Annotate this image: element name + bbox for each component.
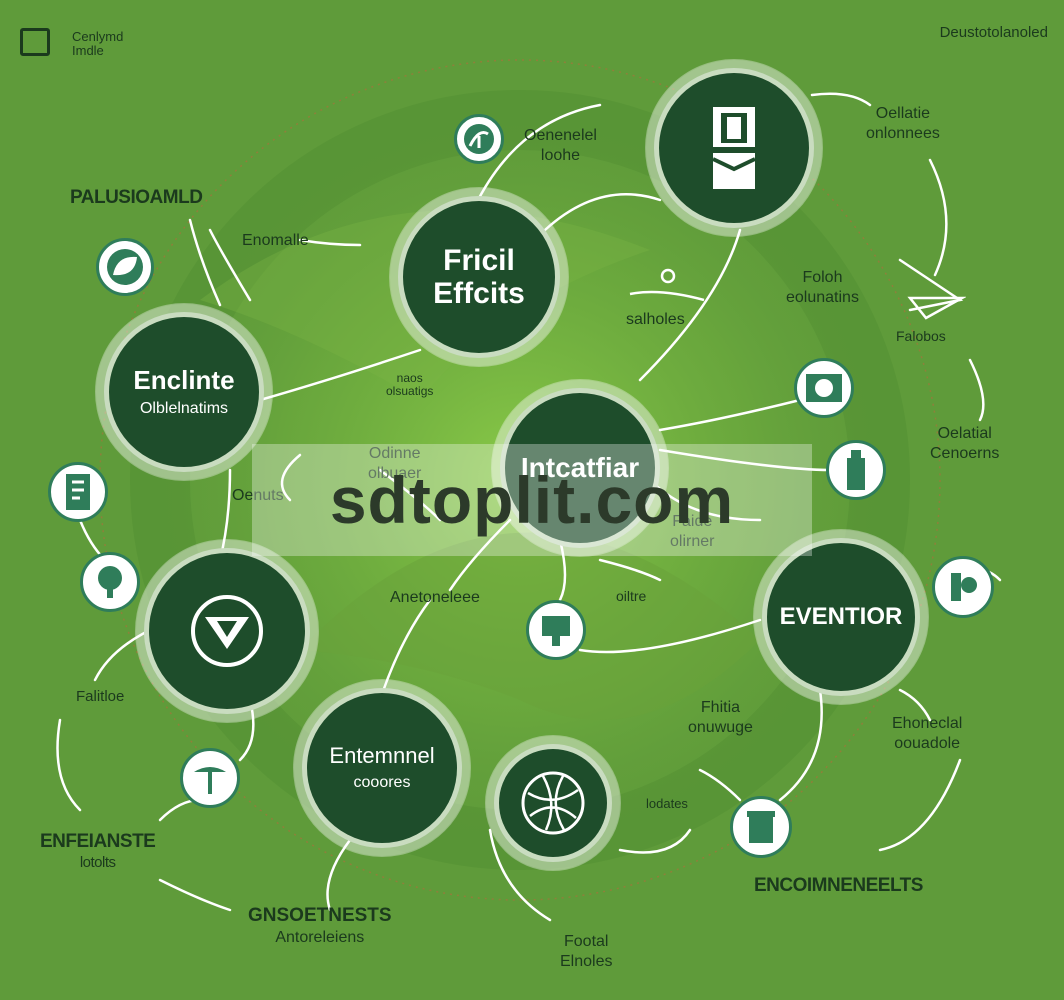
bottle-icon: [847, 450, 865, 490]
label-oellatie: Oellatie onlonnees: [866, 104, 940, 144]
gauge-icon: [806, 374, 842, 402]
watermark: sdtoplit.com: [252, 444, 812, 556]
app-logo: [20, 28, 50, 56]
node-intcatfiar-title: Intcatfiar: [520, 451, 640, 483]
label-oenenelel: Oenenelel loohe: [524, 126, 597, 166]
label-lodates: lodates: [646, 796, 688, 811]
label-odinne: Odinne olbuaer: [368, 444, 421, 484]
label-oelatial-1: Oelatial: [937, 425, 992, 442]
factory-icon: [703, 107, 765, 189]
node-shield[interactable]: [144, 548, 310, 714]
icon-node-leaf[interactable]: [96, 238, 154, 296]
brand-line1: Cenlymd: [72, 29, 124, 44]
node-enclinte-subtitle: Olblelnatims: [139, 400, 229, 418]
label-anetoneleee: Anetoneleee: [390, 589, 480, 606]
label-gnsoetnests: GNSOETNESTS Antoreleiens: [248, 904, 392, 948]
brand-line2: Imdle: [72, 43, 104, 59]
arrow-drawing: [907, 296, 967, 320]
icon-node-bin[interactable]: [730, 796, 792, 858]
icon-node-tree-left[interactable]: [80, 552, 140, 612]
icon-node-tree-bottom[interactable]: [180, 748, 240, 808]
label-mid-small-2: olsuatigs: [386, 384, 434, 399]
label-oellatie-1: Oellatie: [875, 105, 931, 122]
label-oenenelel-1: Oenenelel: [524, 127, 597, 144]
header-title: Deustotolanoled: [939, 24, 1048, 41]
node-fricil-title-2: Effcits: [433, 277, 525, 310]
icon-node-gauge[interactable]: [794, 358, 854, 418]
label-salholes: salholes: [626, 311, 685, 328]
node-fricil-title-1: Fricil: [443, 244, 515, 277]
label-oiltre: oiltre: [616, 588, 647, 604]
label-fhitia-1: Fhitia: [700, 699, 741, 716]
label-faide: Faide olirner: [670, 512, 714, 552]
tree-icon: [98, 566, 122, 598]
node-enclinte[interactable]: Enclinte Olblelnatims: [104, 312, 264, 472]
label-enfeianste-1: ENFEIANSTE: [40, 831, 156, 852]
brand-name: Cenlymd Imdle: [72, 29, 124, 59]
label-palusioamld: PALUSIOAMLD: [70, 187, 203, 208]
label-oenenelel-2: loohe: [540, 147, 581, 164]
node-globe[interactable]: [494, 744, 612, 862]
leaf-icon: [107, 249, 143, 285]
node-enclinte-title: Enclinte: [133, 364, 235, 395]
label-ehoneclal-1: Ehoneclal: [892, 715, 963, 732]
label-mid-small-1: naos: [396, 371, 423, 385]
label-oelatial: Oelatial Cenoerns: [930, 424, 999, 464]
label-odinne-2: olbuaer: [368, 465, 422, 482]
node-eventior[interactable]: EVENTIOR: [762, 538, 920, 696]
icon-node-solar[interactable]: [526, 600, 586, 660]
label-ehoneclal-2: oouadole: [894, 735, 961, 752]
label-encomnemeelts: ENCOIMNENEELTS: [754, 875, 923, 896]
label-foloh-2: eolunatins: [786, 289, 859, 306]
label-enfeianste-2: lotolts: [79, 853, 116, 871]
icon-node-hand[interactable]: [932, 556, 994, 618]
arrow-icon: [906, 292, 967, 322]
scroll-icon: [66, 474, 90, 510]
label-enomalle: Enomalle: [242, 232, 309, 249]
label-footal: Footal Elnoles: [560, 932, 612, 972]
icon-node-scroll[interactable]: [48, 462, 108, 522]
solar-panel-icon: [542, 616, 570, 646]
label-fhitia: Fhitia onuwuge: [688, 698, 753, 738]
icon-node-plant-top[interactable]: [454, 114, 504, 164]
node-entemnnel-title: Entemnnel: [329, 742, 435, 768]
node-intcatfiar[interactable]: Intcatfiar: [500, 388, 660, 548]
node-entemnnel[interactable]: Entemnnel cooores: [302, 688, 462, 848]
label-oelatial-2: Cenoerns: [930, 445, 1000, 462]
plant-icon: [464, 124, 494, 154]
label-oellatie-2: onlonnees: [866, 125, 940, 142]
node-entemnnel-subtitle: cooores: [353, 774, 411, 792]
label-fhitia-2: onuwuge: [688, 719, 753, 736]
node-factory[interactable]: [654, 68, 814, 228]
label-odinne-1: Odinne: [368, 445, 421, 462]
label-gnsoetnests-1: GNSOETNESTS: [248, 905, 392, 926]
shield-icon: [191, 595, 263, 667]
node-eventior-title: EVENTIOR: [779, 602, 903, 630]
label-foloh: Foloh eolunatins: [786, 268, 859, 308]
hand-icon: [951, 573, 977, 601]
label-enfeianste: ENFEIANSTE lotolts: [40, 830, 156, 873]
icon-node-bottle[interactable]: [826, 440, 886, 500]
label-mid-small: naos olsuatigs: [386, 371, 434, 399]
globe-icon: [521, 771, 585, 835]
label-oenuts: Oenuts: [232, 487, 284, 504]
tree-icon: [194, 767, 226, 794]
plant-pot-drawing: [629, 268, 705, 302]
label-footal-2: Elnoles: [560, 953, 613, 970]
plant-pot-icon: [620, 266, 710, 306]
label-faide-1: Faide: [672, 513, 713, 530]
label-falobos: Falobos: [896, 328, 946, 344]
label-footal-1: Footal: [564, 933, 609, 950]
node-fricil[interactable]: Fricil Effcits: [398, 196, 560, 358]
label-gnsoetnests-2: Antoreleiens: [275, 928, 365, 946]
bin-icon: [747, 811, 775, 843]
label-falitloe: Falitloe: [76, 688, 125, 705]
label-ehoneclal: Ehoneclal oouadole: [892, 714, 962, 754]
label-foloh-1: Foloh: [802, 269, 843, 286]
label-faide-2: olirner: [670, 533, 715, 550]
